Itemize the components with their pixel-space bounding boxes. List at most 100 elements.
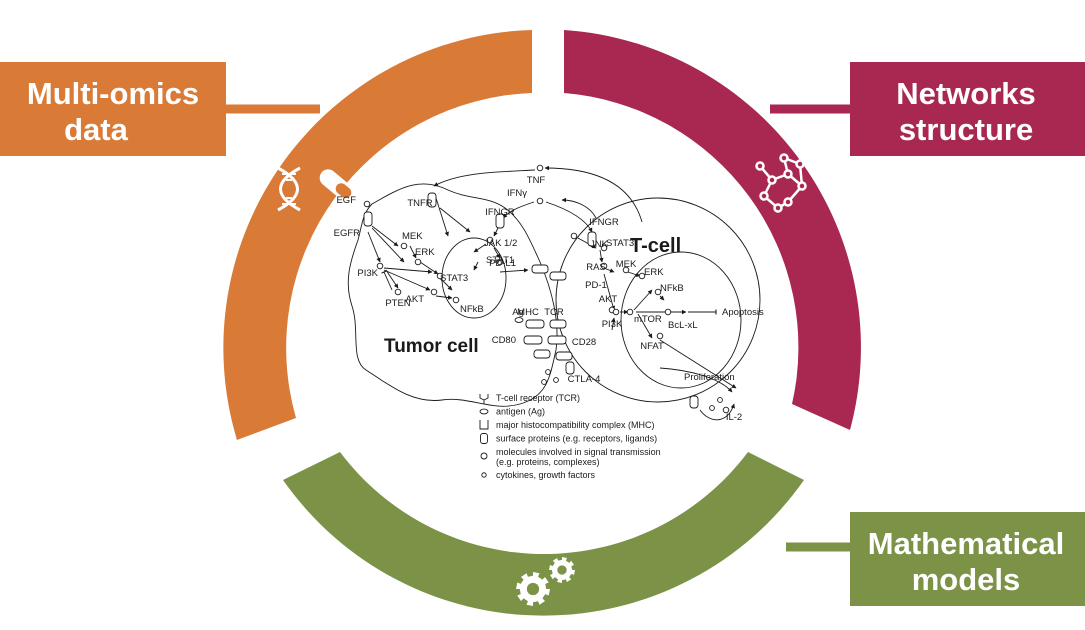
ifng-to-ifngr-left [502, 201, 535, 219]
label-jnk: JNK [590, 239, 609, 250]
label-apoptosis: Apoptosis [722, 307, 764, 318]
label-tnfr: TNFR [407, 198, 432, 209]
label-mhc: MHC [517, 307, 539, 318]
node-jnk [570, 232, 578, 240]
node-nfkb-right [654, 288, 662, 296]
label-pd1: PD-1 [585, 280, 607, 291]
label-il2: IL-2 [726, 412, 742, 423]
ifng-arc [561, 197, 597, 219]
label-nfkb-right: NFkB [660, 283, 684, 294]
omics-panel [0, 62, 226, 156]
label-tnf: TNF [527, 175, 546, 186]
node-jak [486, 236, 494, 244]
node-il2 [722, 406, 730, 414]
label-nfat: NFAT [640, 341, 664, 352]
node-nfkb-left [452, 296, 460, 304]
label-nfkb-left: NFkB [460, 304, 484, 315]
pten-inhibit [381, 270, 393, 291]
node-ifng [536, 197, 544, 205]
legend-symbol-surface [480, 433, 488, 444]
network-label-line1: Networks [896, 76, 1036, 111]
label-egf: EGF [336, 195, 356, 206]
molecule-nodes [363, 164, 730, 414]
cytokine-dot [717, 397, 723, 403]
label-cd28: CD28 [572, 337, 596, 348]
tnf-to-tnfr [433, 169, 536, 187]
node-erk-left [414, 258, 422, 266]
node-mtor [626, 308, 634, 316]
label-ifngr-right: IFNGR [589, 217, 619, 228]
network-ring-segment [564, 30, 861, 430]
node-mek-right [622, 266, 630, 274]
node-pi3k-left [376, 262, 384, 270]
label-pi3k-right: PI3K [602, 319, 623, 330]
antigen-shape [514, 317, 524, 323]
label-stat1: STAT1 [486, 255, 514, 266]
label-stat3-left: STAT3 [440, 273, 468, 284]
legend-symbol-tcr [479, 394, 489, 404]
label-pi3k-left: PI3K [357, 268, 378, 279]
label-ctla4: CTLA-4 [568, 374, 601, 385]
cell-diagram [347, 165, 761, 421]
legend-text: cytokines, growth factors [496, 470, 596, 480]
node-akt-left [430, 288, 438, 296]
label-pten: PTEN [385, 298, 410, 309]
network-label-line2: structure [899, 112, 1033, 147]
legend-text: major histocompatibility complex (MHC) [496, 420, 655, 430]
cytokine-dot [545, 369, 551, 375]
legend-symbol-molecule [480, 452, 488, 460]
legend-symbol-cytokine [481, 472, 487, 478]
label-akt-right: AKT [599, 294, 618, 305]
label-ras: RAS [586, 262, 606, 273]
omics-label-line2: data [64, 112, 129, 147]
il2-arc [699, 403, 735, 421]
node-mek-left [400, 242, 408, 250]
legend: T-cell receptor (TCR)antigen (Ag)major h… [479, 393, 661, 480]
cytokine-dot [709, 405, 715, 411]
node-nfat [656, 332, 664, 340]
models-ring-segment [283, 452, 804, 616]
label-pdl1: PD-L1 [489, 258, 516, 269]
tumor-cell-membrane [347, 183, 558, 407]
tcell-nucleus [620, 251, 742, 389]
legend-text: antigen (Ag) [496, 407, 545, 417]
cytokine-dot [541, 379, 547, 385]
node-ras [600, 262, 608, 270]
legend-text: surface proteins (e.g. receptors, ligand… [496, 434, 657, 444]
label-cd80: CD80 [492, 335, 516, 346]
legend-symbol-mhc [479, 420, 489, 430]
models-label-line1: Mathematical [868, 526, 1064, 561]
omics-ring-segment [223, 30, 532, 440]
synapse-receptors [363, 192, 699, 409]
node-pi3k-right [612, 308, 620, 316]
node-tnf [536, 164, 544, 172]
label-mek-right: MEK [616, 259, 637, 270]
proliferation-arrow [659, 367, 733, 393]
label-akt-left: AKT [406, 294, 425, 305]
label-mtor: mTOR [634, 314, 662, 325]
gears-icon [516, 557, 575, 606]
label-stat3-right: STAT3 [606, 238, 634, 249]
legend-text: molecules involved in signal transmissio… [496, 447, 661, 457]
label-egfr: EGFR [334, 228, 361, 239]
label-jak: JAK 1/2 [484, 238, 517, 249]
tcell-membrane [555, 197, 761, 403]
label-mek-left: MEK [402, 231, 423, 242]
label-erk-right: ERK [644, 267, 664, 278]
dna-pill-icon [277, 166, 355, 212]
node-pten [394, 288, 402, 296]
node-stat3-right [600, 244, 608, 252]
ifng-to-ifngr-right [545, 201, 593, 233]
node-stat1 [496, 258, 504, 266]
models-panel [850, 512, 1085, 606]
node-erk-right [638, 272, 646, 280]
cytokine-dot [553, 377, 559, 383]
tcell-title: T-cell [630, 235, 681, 257]
label-ifngr-left: IFNGR [485, 207, 515, 218]
label-proliferation: Proliferation [684, 372, 735, 383]
node-stat3-left [436, 272, 444, 280]
node-egf [363, 200, 371, 208]
